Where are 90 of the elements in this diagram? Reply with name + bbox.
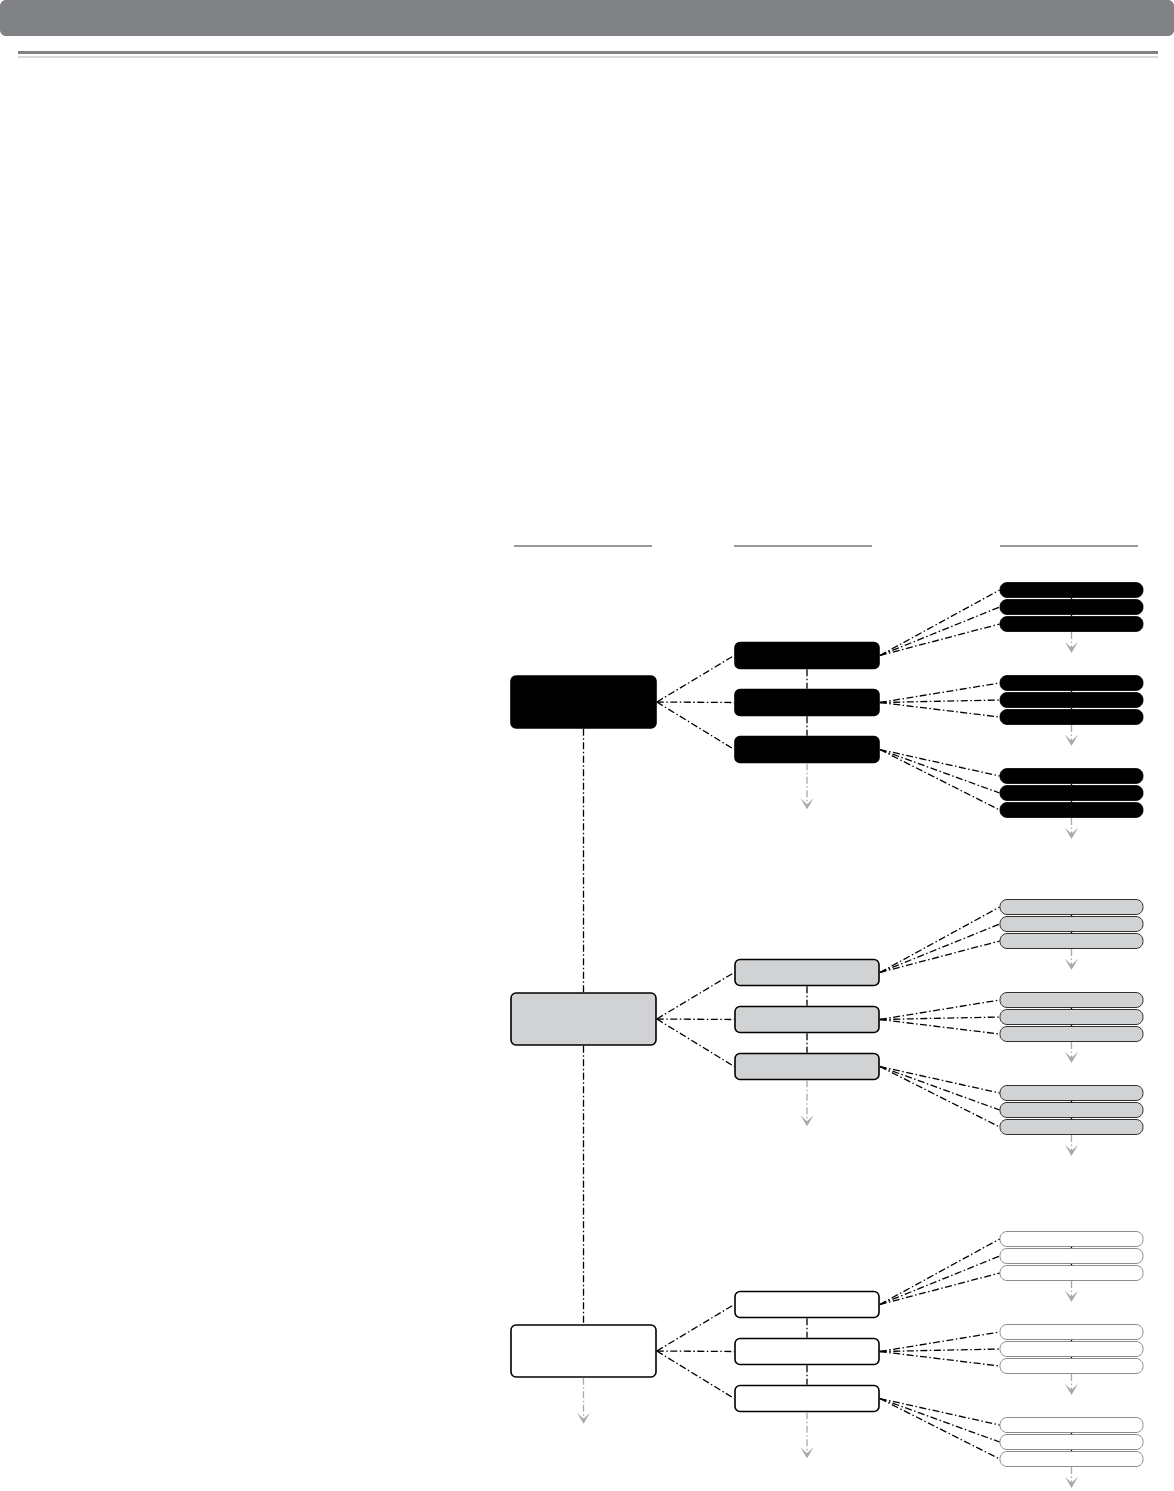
connector-line	[806, 985, 808, 1007]
rounded-bar	[999, 599, 1144, 615]
rounded-bar	[999, 1265, 1144, 1281]
rounded-bar	[999, 992, 1144, 1008]
rounded-bar	[999, 582, 1144, 598]
connector-line	[1070, 1263, 1073, 1266]
rounded-bar	[999, 675, 1144, 691]
connector-line	[879, 1065, 1001, 1128]
connector-line	[879, 623, 1001, 657]
connector-line	[1070, 1007, 1073, 1010]
connector-line	[879, 606, 1001, 657]
rounded-bar	[999, 616, 1144, 632]
connector-line	[879, 748, 1001, 794]
connector-line	[1070, 1356, 1073, 1359]
rounded-bar	[999, 1248, 1144, 1264]
connector-line	[806, 1364, 808, 1386]
rounded-bar	[999, 916, 1144, 932]
connector-line	[1070, 1117, 1073, 1120]
connector-line	[656, 1350, 735, 1400]
rounded-box	[734, 958, 880, 987]
rounded-bar	[999, 1341, 1144, 1357]
connector-line	[806, 1032, 808, 1054]
connector-line	[879, 906, 1001, 974]
connector-line	[1070, 783, 1073, 786]
connector-line	[1070, 1449, 1073, 1452]
rounded-box	[734, 1052, 880, 1081]
rounded-bar	[999, 1324, 1144, 1340]
connector-line	[879, 1350, 1001, 1367]
connector-line	[806, 668, 808, 690]
connector-line	[582, 728, 585, 993]
connector-line	[656, 1303, 735, 1352]
rounded-bar	[999, 1358, 1144, 1374]
rounded-bar	[999, 1451, 1144, 1467]
rounded-bar	[999, 1119, 1144, 1135]
rounded-box	[734, 688, 880, 717]
connector-line	[1070, 1339, 1073, 1342]
rounded-bar	[999, 1009, 1144, 1025]
rounded-bar	[999, 1085, 1144, 1101]
rounded-box	[734, 735, 880, 764]
rounded-bar	[999, 1417, 1144, 1433]
rounded-box	[510, 992, 657, 1046]
connector-line	[1070, 931, 1073, 934]
connector-line	[879, 748, 1001, 777]
rounded-box	[734, 1290, 880, 1319]
rounded-box	[510, 675, 657, 729]
connector-line	[656, 1018, 735, 1068]
connector-line	[1070, 800, 1073, 803]
connector-line	[879, 1397, 1001, 1460]
connector-line	[879, 1397, 1001, 1426]
rounded-box	[734, 641, 880, 670]
rounded-bar	[999, 933, 1144, 949]
connector-line	[879, 701, 1001, 718]
rounded-box	[734, 1337, 880, 1366]
rounded-bar	[999, 1026, 1144, 1042]
connector-line	[1070, 614, 1073, 617]
rounded-box	[510, 1324, 657, 1378]
connector-line	[879, 589, 1001, 657]
rounded-bar	[999, 1102, 1144, 1118]
connector-line	[879, 1065, 1001, 1111]
connector-line	[1070, 1246, 1073, 1249]
connector-line	[1070, 1432, 1073, 1435]
connector-line	[656, 971, 735, 1020]
connector-line	[879, 1018, 1001, 1035]
rounded-bar	[999, 1231, 1144, 1247]
rounded-bar	[999, 709, 1144, 725]
connector-line	[656, 654, 735, 703]
connector-line	[1070, 597, 1073, 600]
connector-line	[656, 701, 735, 751]
connector-line	[582, 1045, 585, 1325]
rounded-bar	[999, 692, 1144, 708]
rounded-bar	[999, 899, 1144, 915]
connector-line	[879, 1397, 1001, 1443]
rounded-bar	[999, 785, 1144, 801]
rounded-box	[734, 1384, 880, 1413]
rounded-box	[734, 1005, 880, 1034]
connector-line	[1070, 707, 1073, 710]
rounded-bar	[999, 1434, 1144, 1450]
connector-line	[806, 1317, 808, 1339]
connector-line	[879, 1238, 1001, 1306]
rounded-bar	[999, 802, 1144, 818]
connector-line	[1070, 1100, 1073, 1103]
connector-line	[879, 940, 1001, 974]
connector-line	[879, 1272, 1001, 1306]
connector-line	[1070, 1024, 1073, 1027]
connector-line	[1070, 914, 1073, 917]
connector-line	[1070, 690, 1073, 693]
connector-line	[879, 748, 1001, 811]
rounded-bar	[999, 768, 1144, 784]
connector-line	[879, 1065, 1001, 1094]
connector-line	[806, 715, 808, 737]
